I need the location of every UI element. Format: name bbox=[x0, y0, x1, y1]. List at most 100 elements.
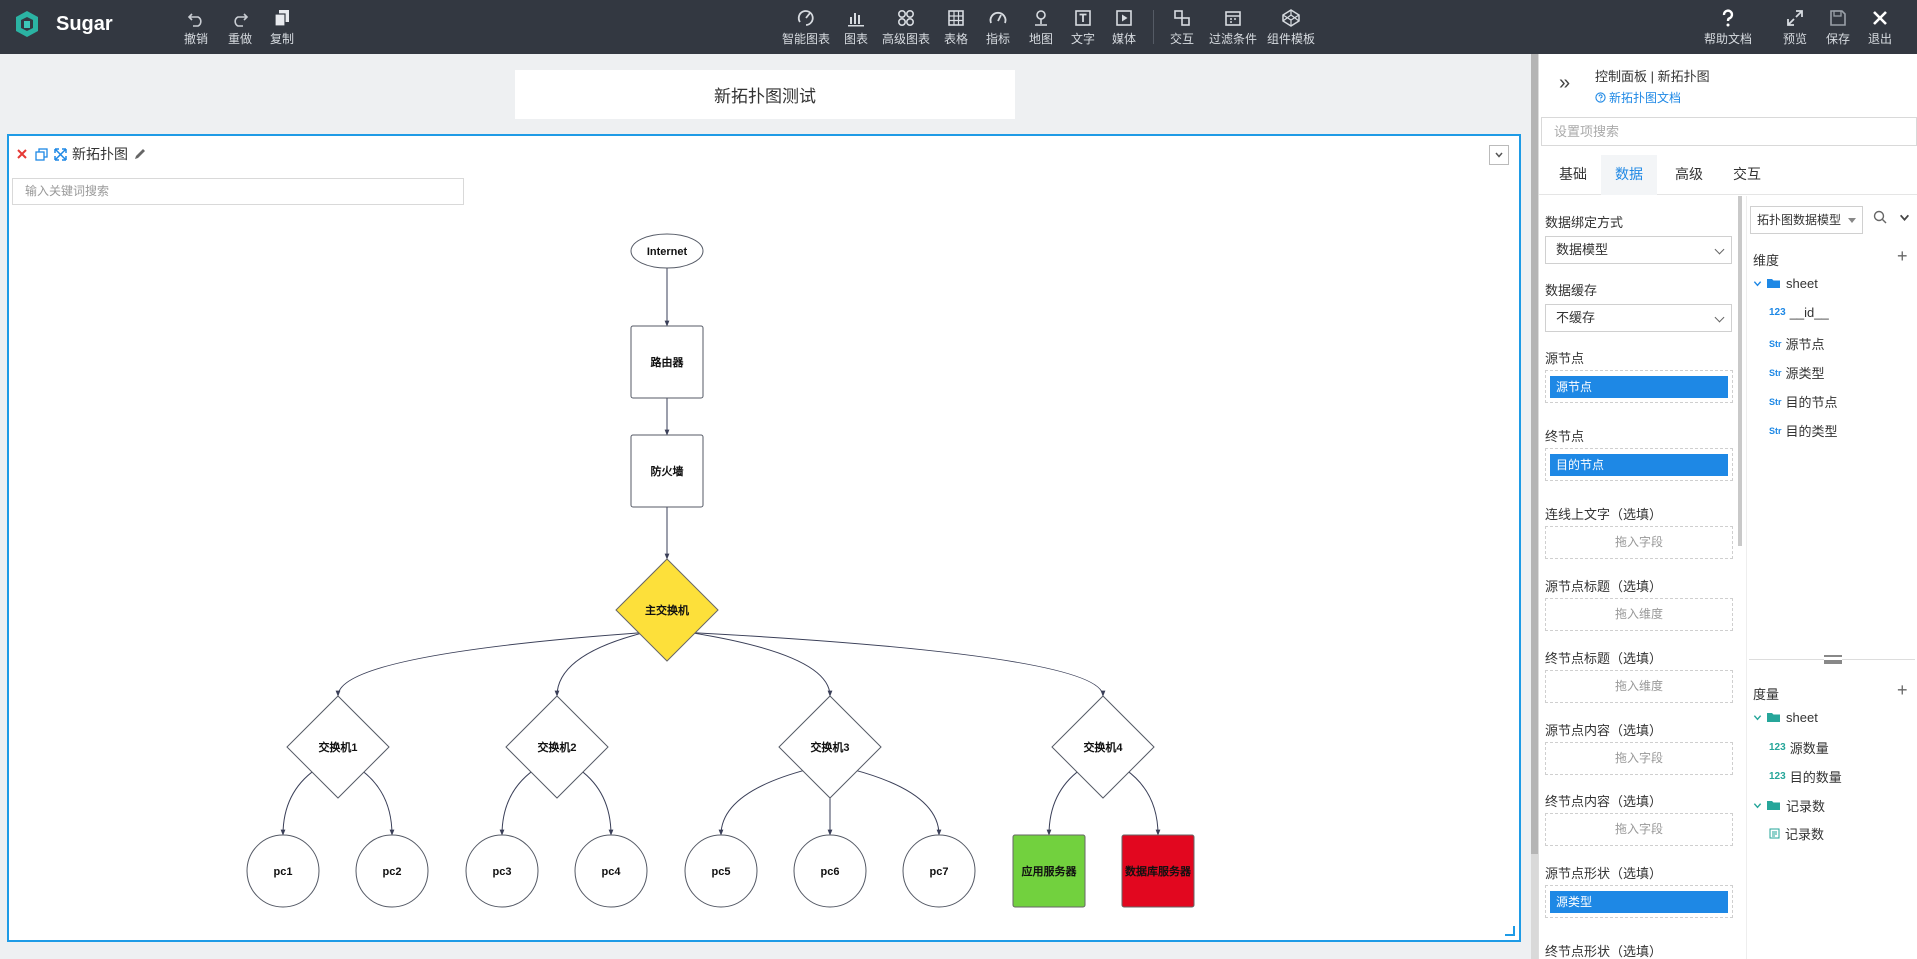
record-count-item[interactable]: 记录数 bbox=[1769, 824, 1824, 843]
topology-node-pc2[interactable]: pc2 bbox=[355, 834, 429, 908]
binding-select[interactable]: 数据模型 bbox=[1545, 236, 1732, 264]
close-icon bbox=[1873, 11, 1887, 25]
measure-folder[interactable]: sheet bbox=[1753, 710, 1818, 725]
widget-collapse-button[interactable] bbox=[1489, 145, 1509, 165]
tab-interaction[interactable]: 交互 bbox=[1733, 166, 1761, 182]
help-doc-button[interactable]: 帮助文档 bbox=[1704, 8, 1752, 47]
topology-node-db-server[interactable]: 数据库服务器 bbox=[1121, 834, 1195, 908]
redo-button[interactable]: 重做 bbox=[228, 8, 252, 47]
tab-advanced[interactable]: 高级 bbox=[1675, 166, 1703, 182]
chevron-down-icon[interactable] bbox=[1899, 212, 1910, 223]
settings-search-input[interactable]: 设置项搜索 bbox=[1541, 117, 1917, 146]
topology-node-sw1[interactable]: 交换机1 bbox=[286, 695, 390, 799]
target-content-dropzone[interactable]: 拖入字段 bbox=[1545, 813, 1733, 846]
duplicate-icon[interactable] bbox=[34, 147, 48, 161]
component-template-button[interactable]: 组件模板 bbox=[1267, 8, 1315, 47]
measure-item[interactable]: 123 源数量 bbox=[1769, 738, 1829, 757]
topology-node-sw4[interactable]: 交换机4 bbox=[1051, 695, 1155, 799]
topology-node-sw3[interactable]: 交换机3 bbox=[778, 695, 882, 799]
data-model-select[interactable]: 拓扑图数据模型 bbox=[1750, 206, 1863, 234]
topology-node-internet[interactable]: Internet bbox=[630, 233, 704, 269]
map-button[interactable]: 地图 bbox=[1029, 8, 1053, 47]
fullscreen-icon[interactable] bbox=[53, 147, 67, 161]
topology-edge bbox=[689, 631, 1106, 697]
target-title-dropzone[interactable]: 拖入维度 bbox=[1545, 670, 1733, 703]
text-button[interactable]: 文字 bbox=[1071, 8, 1095, 47]
source-shape-dropzone[interactable]: 源类型 bbox=[1545, 885, 1733, 918]
node-shape bbox=[355, 834, 429, 908]
widget-header: 新拓扑图 bbox=[15, 144, 147, 164]
topology-widget[interactable]: 新拓扑图 输入关键词搜索 Internet 路由器防火墙主交换机交换机1 交换机2 交… bbox=[7, 134, 1521, 942]
delete-icon[interactable] bbox=[15, 147, 29, 161]
source-node-chip[interactable]: 源节点 bbox=[1550, 376, 1728, 398]
media-button[interactable]: 媒体 bbox=[1112, 8, 1136, 47]
save-button[interactable]: 保存 bbox=[1826, 8, 1850, 47]
node-label: pc1 bbox=[274, 866, 293, 878]
dimension-folder[interactable]: sheet bbox=[1753, 276, 1818, 291]
search-icon[interactable] bbox=[1873, 210, 1887, 224]
table-icon bbox=[948, 10, 964, 26]
data-config: 数据绑定方式 数据模型 数据缓存 不缓存 源节点 源节点 终节点 目的节点 连线… bbox=[1539, 196, 1739, 959]
field-name: 源类型 bbox=[1785, 366, 1825, 381]
metric-button[interactable]: 指标 bbox=[986, 8, 1010, 47]
widget-resize-handle[interactable] bbox=[1505, 926, 1515, 936]
topology-node-pc1[interactable]: pc1 bbox=[246, 834, 320, 908]
preview-button[interactable]: 预览 bbox=[1783, 8, 1807, 47]
topology-node-pc3[interactable]: pc3 bbox=[465, 834, 539, 908]
smart-chart-button[interactable]: 智能图表 bbox=[782, 8, 830, 47]
filter-button[interactable]: 过滤条件 bbox=[1209, 8, 1257, 47]
target-node-dropzone[interactable]: 目的节点 bbox=[1545, 448, 1733, 481]
interaction-button[interactable]: 交互 bbox=[1170, 8, 1194, 47]
topology-node-pc7[interactable]: pc7 bbox=[902, 834, 976, 908]
field-item[interactable]: 123 __id__ bbox=[1769, 305, 1829, 320]
advanced-chart-button[interactable]: 高级图表 bbox=[882, 8, 930, 47]
add-measure-icon[interactable]: + bbox=[1897, 680, 1908, 700]
table-button[interactable]: 表格 bbox=[944, 8, 968, 47]
copy-button[interactable]: 复制 bbox=[270, 8, 294, 47]
topology-node-core-switch[interactable]: 主交换机 bbox=[615, 558, 719, 662]
topology-node-sw2[interactable]: 交换机2 bbox=[505, 695, 609, 799]
topology-node-firewall[interactable]: 防火墙 bbox=[630, 434, 704, 508]
doc-link[interactable]: 新拓扑图文档 bbox=[1595, 89, 1681, 106]
field-item[interactable]: Str 目的类型 bbox=[1769, 421, 1838, 440]
target-node-chip[interactable]: 目的节点 bbox=[1550, 454, 1728, 476]
config-scrollbar[interactable] bbox=[1738, 196, 1742, 546]
metric-label: 指标 bbox=[986, 32, 1011, 46]
canvas-scrollbar-thumb[interactable] bbox=[1531, 54, 1538, 854]
edge-text-dropzone[interactable]: 拖入字段 bbox=[1545, 526, 1733, 559]
field-item[interactable]: Str 源节点 bbox=[1769, 334, 1825, 353]
cache-select[interactable]: 不缓存 bbox=[1545, 304, 1732, 332]
source-node-dropzone[interactable]: 源节点 bbox=[1545, 370, 1733, 403]
question-icon bbox=[1722, 9, 1734, 27]
exit-button[interactable]: 退出 bbox=[1868, 8, 1892, 47]
topology-node-router[interactable]: 路由器 bbox=[630, 325, 704, 399]
source-shape-chip[interactable]: 源类型 bbox=[1550, 891, 1728, 913]
measure-item[interactable]: 123 目的数量 bbox=[1769, 767, 1842, 786]
pane-splitter[interactable] bbox=[1749, 654, 1915, 666]
chart-button[interactable]: 图表 bbox=[844, 8, 868, 47]
topology-node-pc6[interactable]: pc6 bbox=[793, 834, 867, 908]
tab-basic[interactable]: 基础 bbox=[1559, 166, 1587, 182]
node-label: 防火墙 bbox=[651, 464, 684, 478]
topology-node-pc5[interactable]: pc5 bbox=[684, 834, 758, 908]
page-title[interactable]: 新拓扑图测试 bbox=[515, 70, 1015, 119]
topology-node-pc4[interactable]: pc4 bbox=[574, 834, 648, 908]
source-content-dropzone[interactable]: 拖入字段 bbox=[1545, 742, 1733, 775]
field-name: __id__ bbox=[1789, 305, 1829, 320]
topology-node-app-server[interactable]: 应用服务器 bbox=[1012, 834, 1086, 908]
record-count-folder[interactable]: 记录数 bbox=[1753, 796, 1825, 815]
tab-data[interactable]: 数据 bbox=[1601, 155, 1657, 195]
save-icon bbox=[1830, 10, 1846, 26]
chevron-down-icon bbox=[1714, 244, 1725, 255]
source-title-dropzone[interactable]: 拖入维度 bbox=[1545, 598, 1733, 631]
filter-label: 过滤条件 bbox=[1209, 32, 1258, 46]
undo-button[interactable]: 撤销 bbox=[184, 8, 208, 47]
field-item[interactable]: Str 源类型 bbox=[1769, 363, 1825, 382]
add-dimension-icon[interactable]: + bbox=[1897, 246, 1908, 266]
collapse-panel-icon[interactable]: » bbox=[1559, 72, 1571, 94]
edit-pencil-icon[interactable] bbox=[133, 147, 147, 161]
field-item[interactable]: Str 目的节点 bbox=[1769, 392, 1838, 411]
measures-title: 度量 bbox=[1753, 687, 1780, 702]
widget-search-input[interactable]: 输入关键词搜索 bbox=[12, 178, 464, 205]
